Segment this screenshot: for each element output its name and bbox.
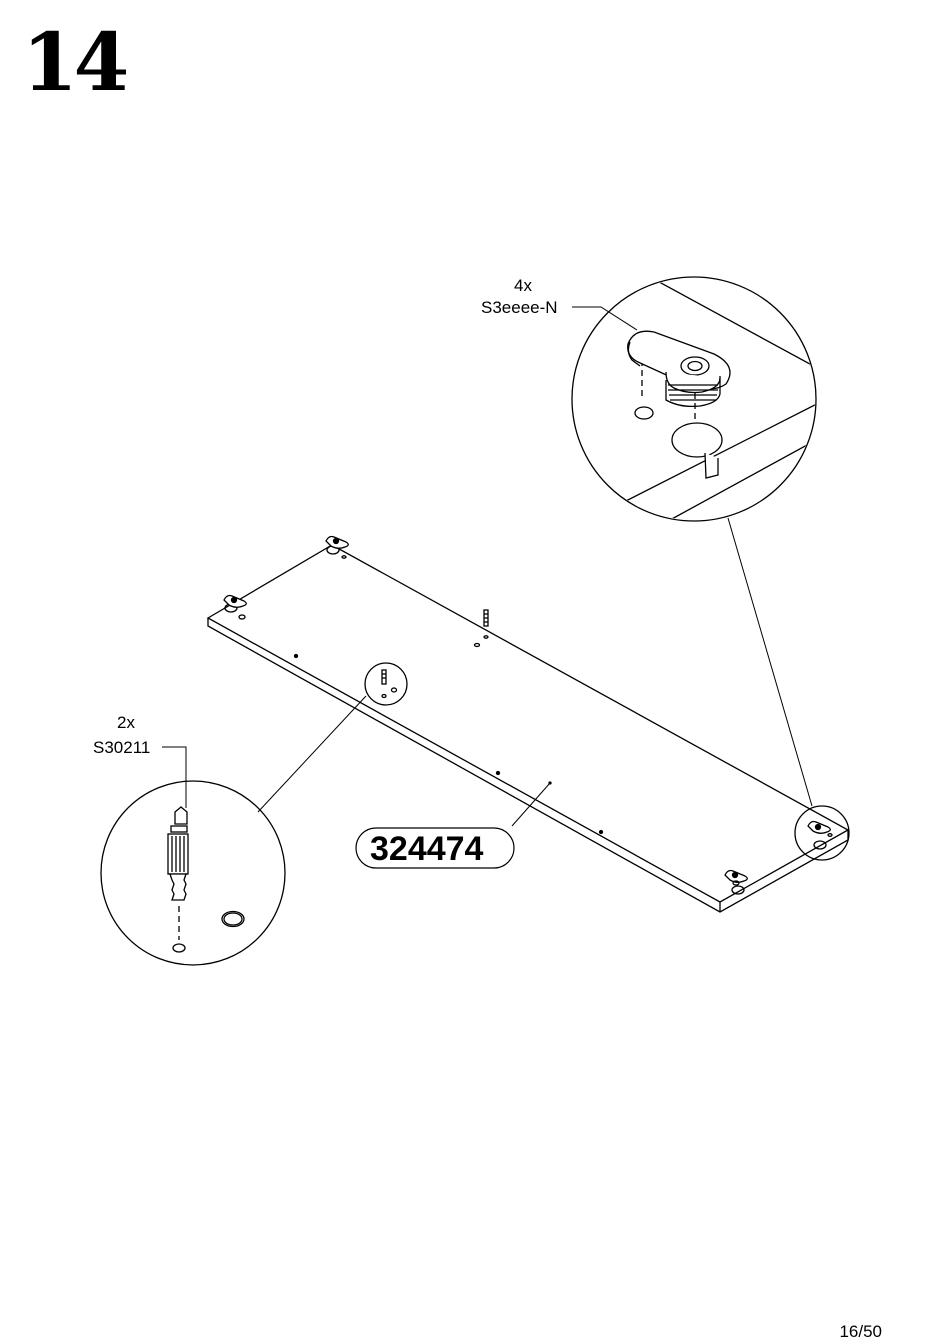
cam-callout-leader: [572, 307, 637, 330]
leader-line: [258, 696, 366, 812]
dowel-icon: [484, 610, 488, 626]
cam-part-code-label: S3eeee-N: [481, 298, 558, 317]
leader-line: [728, 518, 812, 806]
dowel-quantity-label: 2x: [117, 713, 135, 732]
cam-detail-circle: [572, 277, 860, 521]
dowel-callout-leader: [162, 747, 186, 808]
dowel-part-code-label: S30211: [93, 738, 150, 757]
cam-quantity-label: 4x: [514, 276, 532, 295]
panel-part-number: 324474: [370, 830, 484, 868]
page-number: 16/50: [839, 1322, 882, 1342]
dowel-icon: [168, 807, 188, 900]
dowel-detail-circle: [101, 781, 285, 965]
